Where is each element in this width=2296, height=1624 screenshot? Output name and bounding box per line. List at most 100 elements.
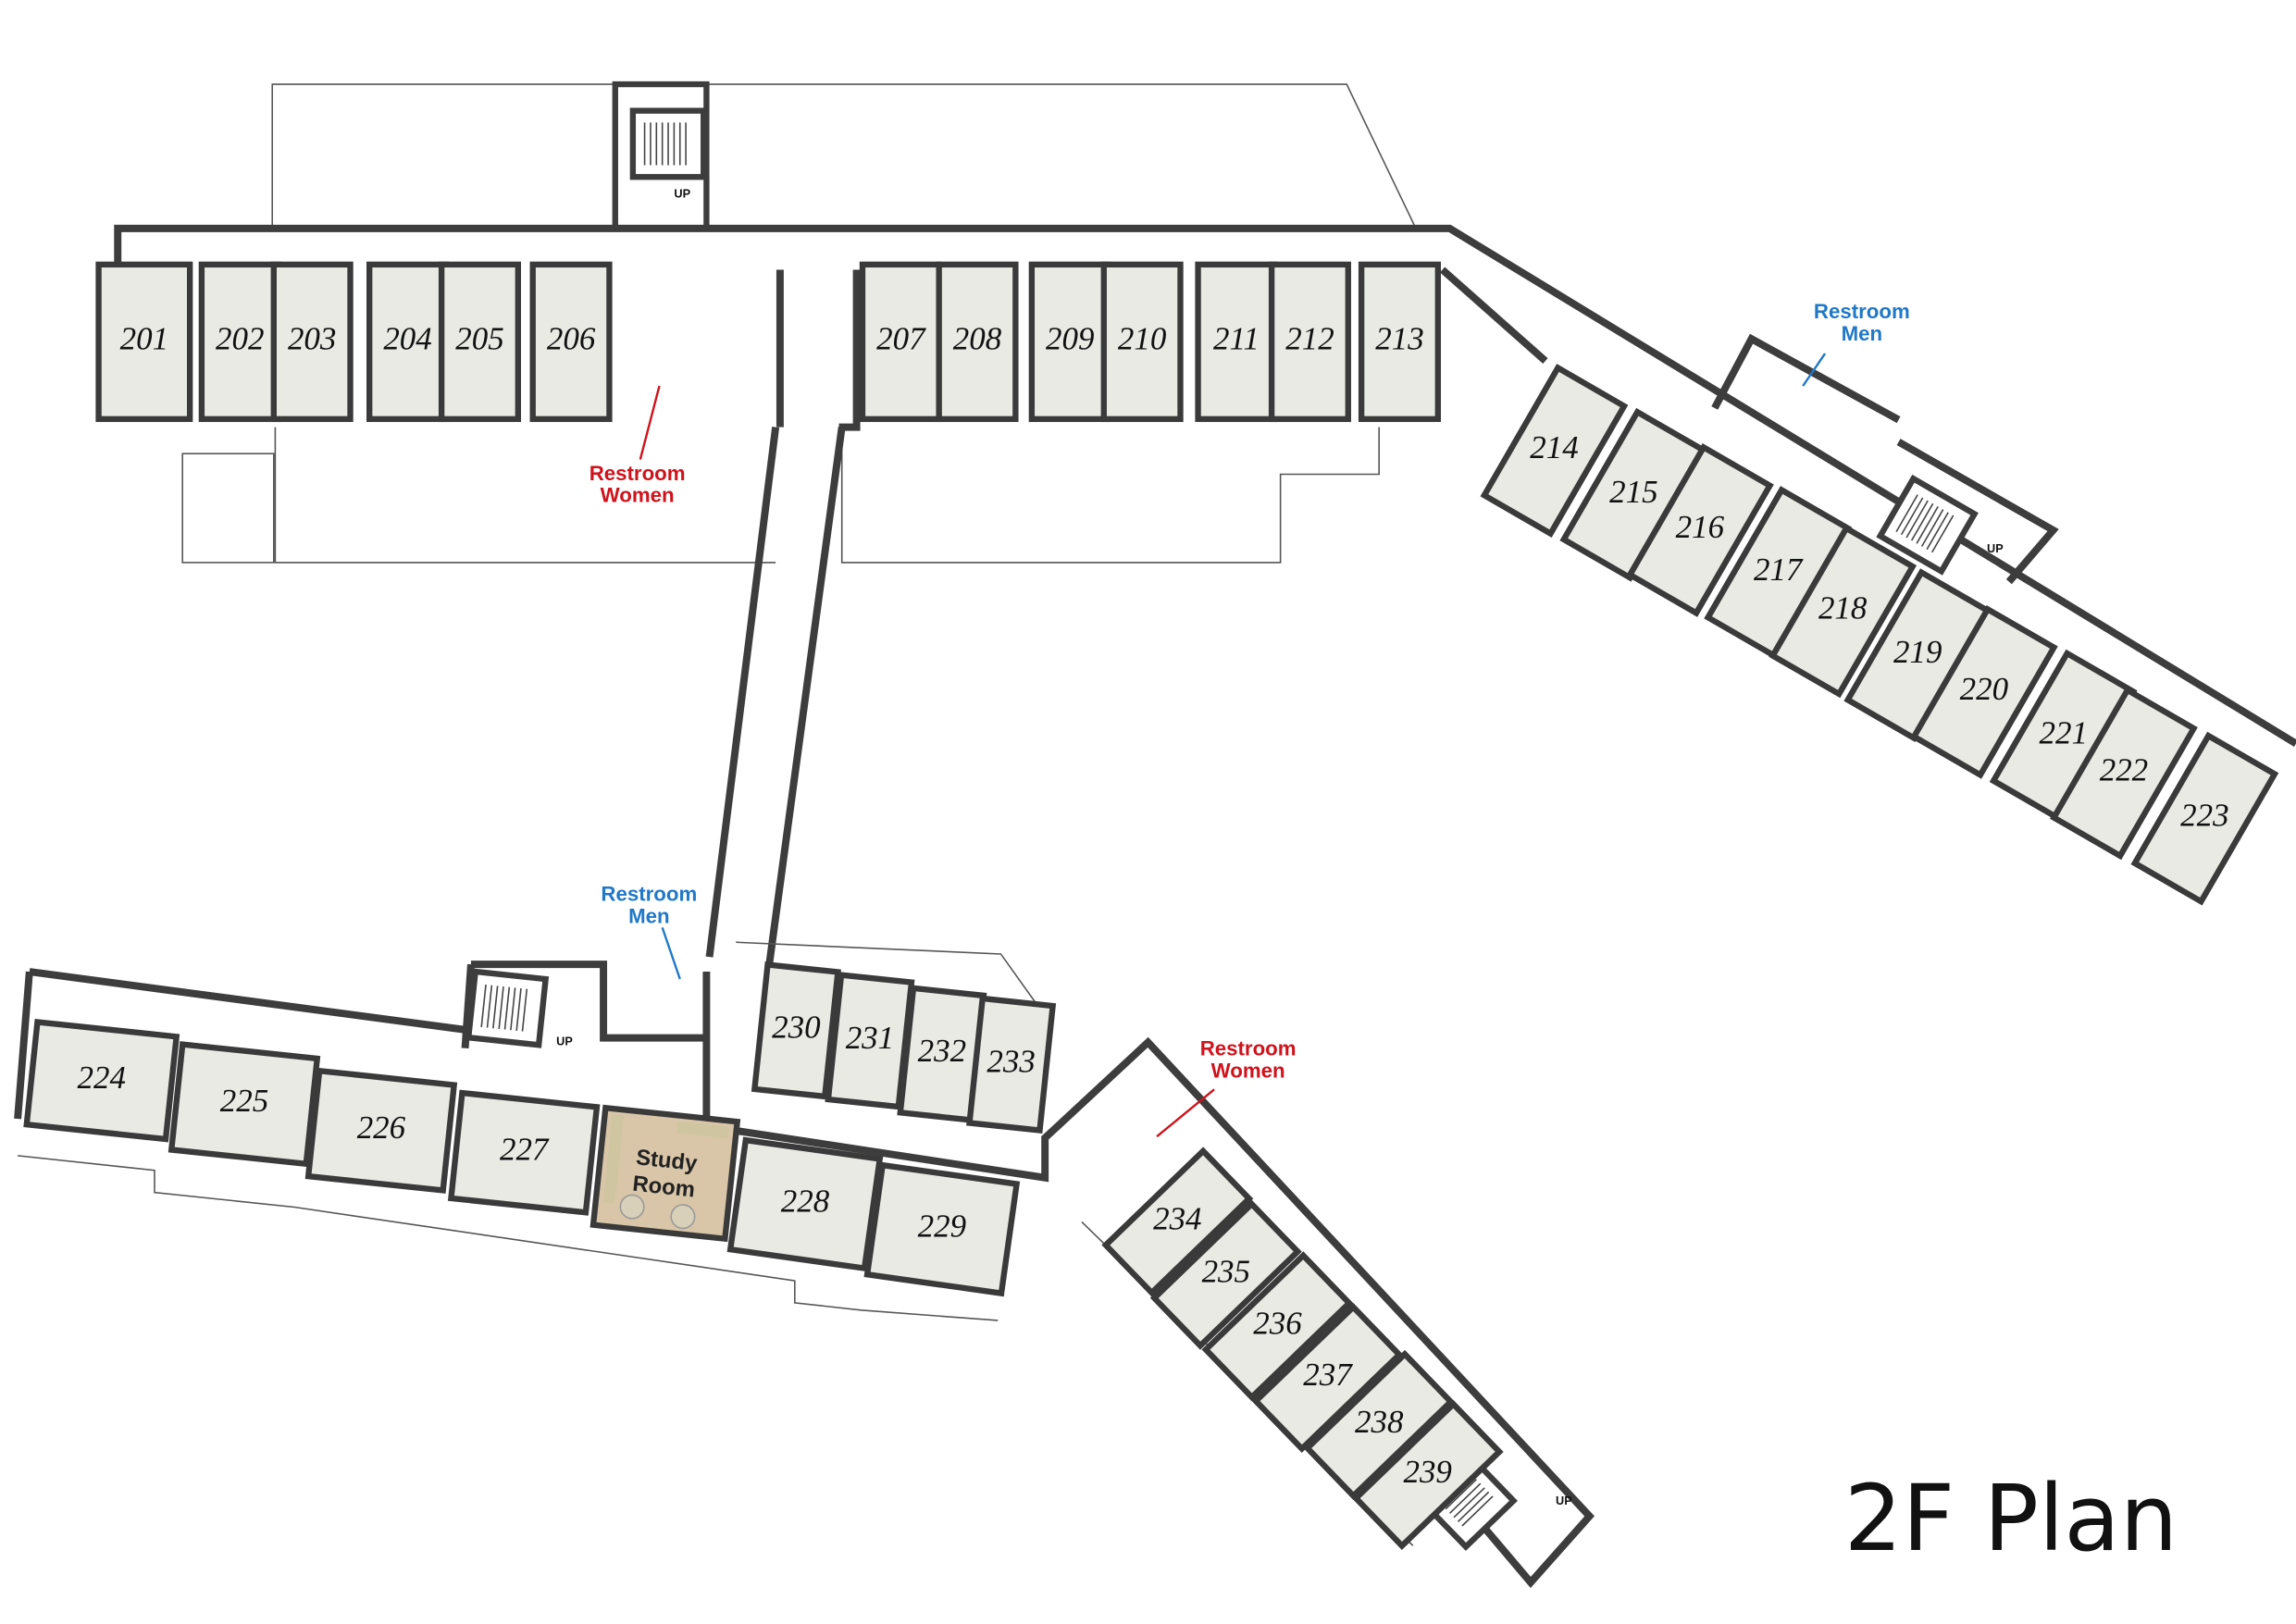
room-208: 208	[936, 261, 1019, 423]
room-number: 230	[772, 1010, 821, 1046]
room-227: 227	[447, 1089, 601, 1216]
room-207: 207	[859, 261, 942, 423]
restroom-women-label-2: Women	[601, 484, 675, 507]
room-number: 209	[1046, 320, 1094, 356]
room-number: 218	[1818, 589, 1868, 626]
room-216: 216	[1625, 443, 1774, 617]
room-218: 218	[1769, 524, 1917, 699]
room-number: 210	[1118, 320, 1167, 356]
room-237: 237	[1251, 1302, 1404, 1454]
room-224: 224	[23, 1018, 180, 1143]
room-number: 225	[220, 1083, 268, 1119]
room-203: 203	[270, 261, 354, 423]
room-number: 233	[987, 1043, 1035, 1079]
room-number: 212	[1285, 320, 1334, 356]
staircase	[629, 107, 707, 180]
room-209: 209	[1028, 261, 1111, 423]
restroom-men-label-3: Restroom	[601, 883, 697, 906]
stair-up-label: UP	[556, 1035, 573, 1048]
staircase	[1876, 474, 1979, 576]
room-210: 210	[1100, 261, 1184, 423]
restroom-men-label-2: Men	[1842, 322, 1883, 345]
room-236: 236	[1201, 1251, 1354, 1402]
room-number: 215	[1609, 474, 1657, 510]
room-floor	[1201, 1251, 1354, 1402]
room-floor	[1268, 261, 1351, 423]
room-number: 205	[455, 320, 503, 356]
stair-up-label: UP	[1556, 1494, 1572, 1507]
room-number: 235	[1202, 1254, 1250, 1290]
room-number: 213	[1375, 320, 1423, 356]
room-floor	[726, 1136, 884, 1272]
room-202: 202	[198, 261, 281, 423]
room-220: 220	[1909, 604, 2058, 779]
restroom-men-label-1: Restroom	[1814, 300, 1910, 323]
restroom-women-label-1: Restroom	[590, 462, 686, 485]
room-number: 206	[547, 320, 596, 356]
room-floor	[1100, 261, 1184, 423]
room-number: 224	[78, 1060, 126, 1096]
room-number: 216	[1676, 509, 1725, 545]
study-room: Study Room	[590, 1104, 741, 1243]
room-231: 231	[825, 972, 915, 1110]
room-213: 213	[1358, 261, 1441, 423]
room-floor	[1358, 261, 1441, 423]
room-229: 229	[863, 1161, 1021, 1297]
room-226: 226	[304, 1067, 458, 1194]
room-number: 201	[120, 320, 168, 356]
room-floor	[95, 261, 193, 423]
room-floor	[2130, 731, 2279, 906]
room-225: 225	[168, 1041, 321, 1168]
room-floor	[198, 261, 281, 423]
room-number: 220	[1960, 671, 2009, 707]
room-201: 201	[95, 261, 193, 423]
room-number: 231	[846, 1020, 894, 1056]
room-223: 223	[2130, 731, 2279, 906]
room-number: 234	[1153, 1200, 1201, 1236]
room-floor	[859, 261, 942, 423]
room-floor	[936, 261, 1019, 423]
room-number: 223	[2180, 798, 2228, 834]
room-number: 221	[2039, 715, 2087, 751]
room-222: 222	[2050, 686, 2198, 861]
room-239: 239	[1351, 1399, 1504, 1551]
room-214: 214	[1480, 364, 1629, 538]
room-floor	[447, 1089, 601, 1216]
room-floor	[1101, 1147, 1254, 1297]
room-number: 238	[1355, 1404, 1404, 1440]
restroom-men-label-4: Men	[628, 905, 670, 928]
room-212: 212	[1268, 261, 1351, 423]
room-floor	[304, 1067, 458, 1194]
room-floor	[1480, 364, 1629, 538]
room-number: 236	[1253, 1305, 1302, 1341]
room-floor	[168, 1041, 321, 1168]
room-floor	[966, 995, 1057, 1134]
room-number: 214	[1530, 429, 1578, 465]
room-floor	[1251, 1302, 1404, 1454]
room-number: 237	[1303, 1357, 1353, 1393]
room-floor	[438, 261, 521, 423]
room-floor	[23, 1018, 180, 1143]
room-number: 228	[781, 1183, 830, 1219]
stair-up-label: UP	[1987, 541, 2004, 555]
room-floor	[1909, 604, 2058, 779]
staircase	[465, 968, 550, 1048]
room-number: 222	[2100, 751, 2148, 787]
room-211: 211	[1195, 261, 1278, 423]
restroom-women-label-3: Restroom	[1200, 1037, 1297, 1060]
room-number: 204	[383, 320, 431, 356]
room-floor	[2050, 686, 2198, 861]
room-number: 227	[500, 1132, 550, 1168]
room-230: 230	[751, 961, 841, 1100]
plan-title: 2F Plan	[1844, 1466, 2178, 1572]
room-number: 208	[953, 320, 1002, 356]
room-233: 233	[966, 995, 1057, 1134]
restroom-labels: Restroom Women Restroom Men Restroom Men…	[590, 300, 1910, 1138]
room-number: 219	[1893, 634, 1942, 670]
room-204: 204	[366, 261, 450, 423]
room-floor	[751, 961, 841, 1100]
room-floor	[1149, 1199, 1302, 1350]
room-number: 207	[876, 320, 926, 356]
